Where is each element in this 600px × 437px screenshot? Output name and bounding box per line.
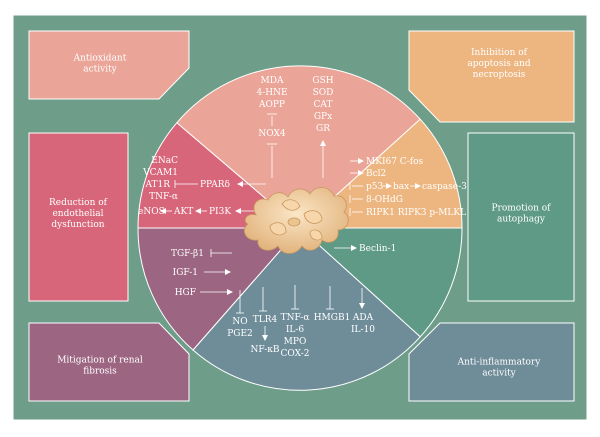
hmgb1-label: HMGB1 [314,313,351,323]
pge2-label: PGE2 [227,329,253,339]
igf1-label: IGF-1 [173,268,198,278]
down-marker-4hne: 4-HNE [256,88,287,98]
up-marker-gsh: GSH [312,76,333,86]
inflammation-markers: NO PGE2 TLR4 NF-κB TNF-α IL-6 MPO COX-2 … [227,285,375,359]
caspase3-label: caspase-3 [422,182,467,192]
at1r-label: AT1R [144,180,170,190]
hgf-label: HGF [175,288,196,298]
tnfa-endo-label: TNF-α [149,192,178,202]
beclin1-label: Beclin-1 [359,244,396,254]
vcam1-label: VCAM1 [142,168,178,178]
nfkb-label: NF-κB [251,345,280,355]
cox2-label: COX-2 [281,349,310,359]
il6-label: IL-6 [286,325,305,335]
8ohdg-label: 8-OHdG [366,195,403,205]
sector-inflammation [192,227,421,391]
sector-autophagy [298,227,463,338]
tgfb1-label: TGF-β1 [171,249,204,259]
sector-fibrosis [137,227,302,351]
central-wheel [137,65,463,391]
tnfa-inflam-label: TNF-α [281,313,310,323]
down-marker-aopp: AOPP [258,100,285,110]
mki67-cfos-label: MKI67 C-fos [366,157,423,167]
antioxidant-down-list: MDA 4-HNE AOPP [256,76,287,110]
ginger-rhizome-illustration [244,187,349,254]
no-label: NO [232,317,247,327]
il10-label: IL-10 [351,325,375,335]
sector-antioxidant [176,65,421,229]
ripk-label: RIPK1 RIPK3 p-MLKL [366,208,466,218]
bcl2-label: Bcl2 [366,169,386,179]
enos-label: eNOS [138,207,165,217]
akt-label: AKT [173,207,193,217]
up-marker-sod: SOD [313,88,334,98]
bax-label: bax [393,182,409,192]
tlr4-label: TLR4 [253,315,278,325]
fibrosis-markers: TGF-β1 IGF-1 HGF [171,249,204,298]
p53-label: p53 [366,182,383,192]
up-marker-gpx: GPx [314,112,332,122]
up-marker-gr: GR [316,124,330,134]
antioxidant-up-list: GSH SOD CAT GPx GR [312,76,333,134]
nox4-label: NOX4 [258,129,286,139]
apoptosis-markers: MKI67 C-fos Bcl2 p53 bax caspase-3 8-OHd… [349,157,467,218]
endothelial-markers: ENaC VCAM1 AT1R TNF-α [142,156,178,202]
down-marker-mda: MDA [261,76,284,86]
pi3k-label: PI3K [209,207,231,217]
ppar-delta-label: PPARδ [200,180,230,190]
mpo-label: MPO [284,337,307,347]
ada-label: ADA [352,313,374,323]
up-marker-cat: CAT [314,100,333,110]
enac-label: ENaC [151,156,178,166]
